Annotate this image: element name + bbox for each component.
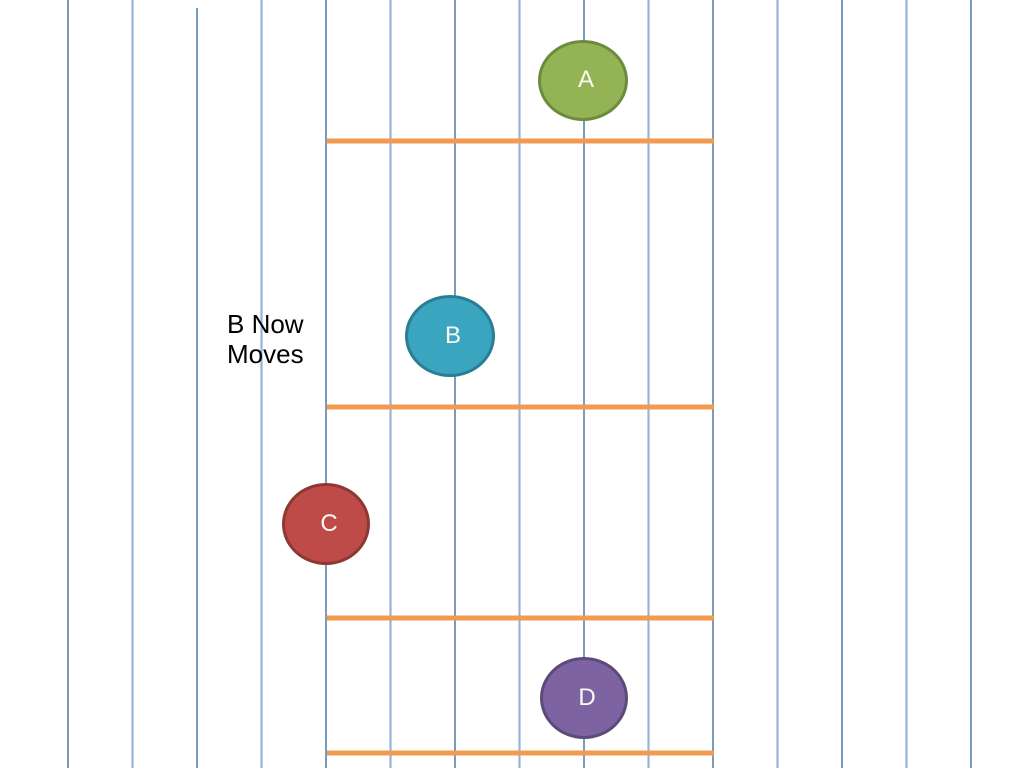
caption-line-2: Moves: [227, 339, 304, 369]
node-b-label: B: [444, 322, 461, 349]
node-a-label: A: [577, 66, 594, 93]
caption-line-1: B Now: [227, 309, 304, 339]
node-a: A: [538, 39, 628, 121]
node-b: B: [405, 295, 495, 377]
node-d-label: D: [578, 684, 596, 711]
node-c: C: [282, 483, 370, 565]
caption-b-now-moves: B Now Moves: [227, 309, 304, 369]
node-d: D: [540, 657, 628, 739]
node-c-label: C: [320, 510, 338, 537]
